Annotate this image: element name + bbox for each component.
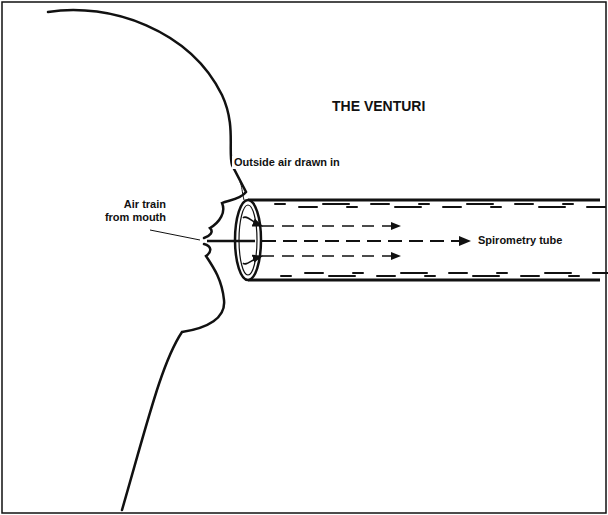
air-flow xyxy=(207,217,470,264)
callout-label: Spirometry tube xyxy=(476,234,600,247)
diagram-title: THE VENTURI xyxy=(330,98,427,114)
face-profile xyxy=(48,10,246,510)
spirometry-tube xyxy=(235,200,608,280)
callout-label: Air train from mouth xyxy=(100,198,168,223)
callout-label: Outside air drawn in xyxy=(232,156,386,169)
